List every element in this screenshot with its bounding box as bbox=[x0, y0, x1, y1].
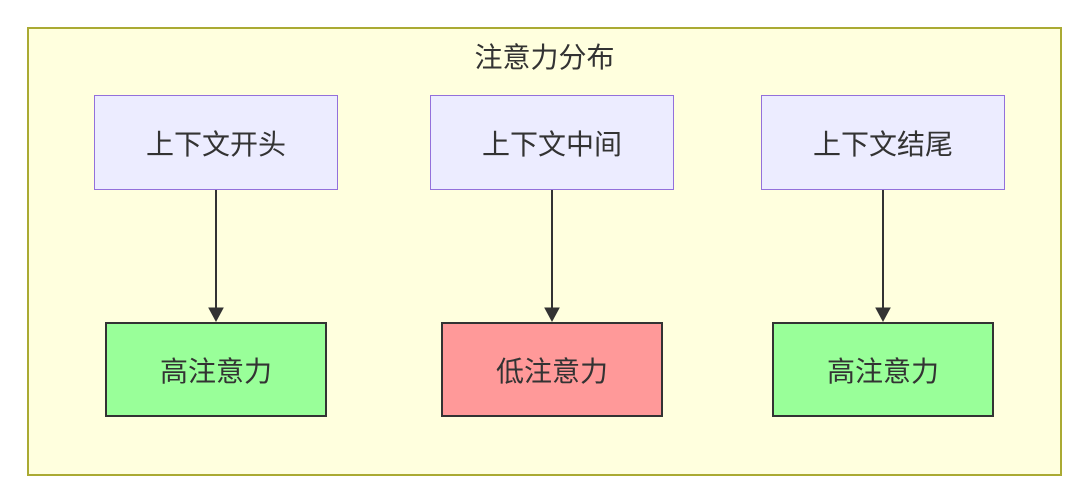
node-context-end-label: 上下文结尾 bbox=[812, 127, 953, 161]
node-low-attention: 低注意力 bbox=[441, 322, 663, 417]
node-context-start-label: 上下文开头 bbox=[145, 127, 286, 161]
node-high-attention-2-label: 高注意力 bbox=[826, 354, 939, 388]
node-context-start: 上下文开头 bbox=[94, 95, 338, 190]
edge-end-to-high-attention bbox=[875, 190, 891, 323]
cluster-title: 注意力分布 bbox=[474, 41, 615, 74]
node-low-attention-label: 低注意力 bbox=[495, 354, 608, 388]
node-high-attention-1-label: 高注意力 bbox=[159, 354, 272, 388]
node-context-middle-label: 上下文中间 bbox=[481, 127, 622, 161]
node-context-middle: 上下文中间 bbox=[430, 95, 674, 190]
edge-middle-to-low-attention bbox=[544, 190, 560, 323]
edge-start-to-high-attention bbox=[208, 190, 224, 323]
attention-distribution-cluster: 注意力分布 上下文开头 上下文中间 上下文结尾 高注意力 bbox=[27, 27, 1062, 476]
node-high-attention-1: 高注意力 bbox=[105, 322, 327, 417]
node-high-attention-2: 高注意力 bbox=[772, 322, 994, 417]
node-context-end: 上下文结尾 bbox=[761, 95, 1005, 190]
